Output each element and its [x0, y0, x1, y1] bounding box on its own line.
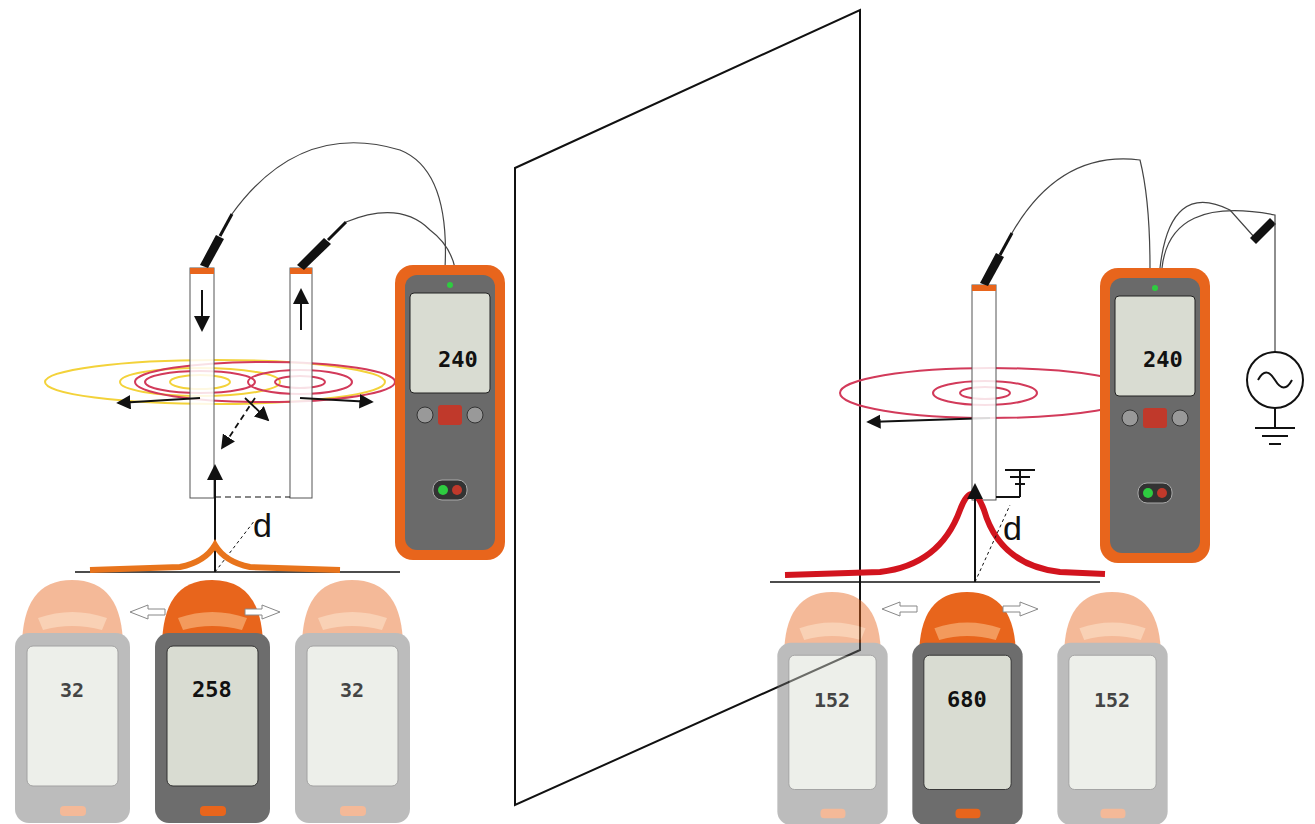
receiver-reading: 680 — [947, 689, 987, 711]
transmitter-reading: 240 — [1143, 349, 1183, 371]
receiver-reading: 32 — [60, 680, 84, 700]
transmitter-reading: 240 — [438, 349, 478, 371]
receiver-reading: 32 — [340, 680, 364, 700]
distance-label: d — [253, 508, 272, 542]
receiver-reading: 152 — [814, 690, 850, 710]
distance-label: d — [1003, 511, 1022, 545]
receiver-reading: 258 — [192, 679, 232, 701]
receiver-reading: 152 — [1094, 690, 1130, 710]
